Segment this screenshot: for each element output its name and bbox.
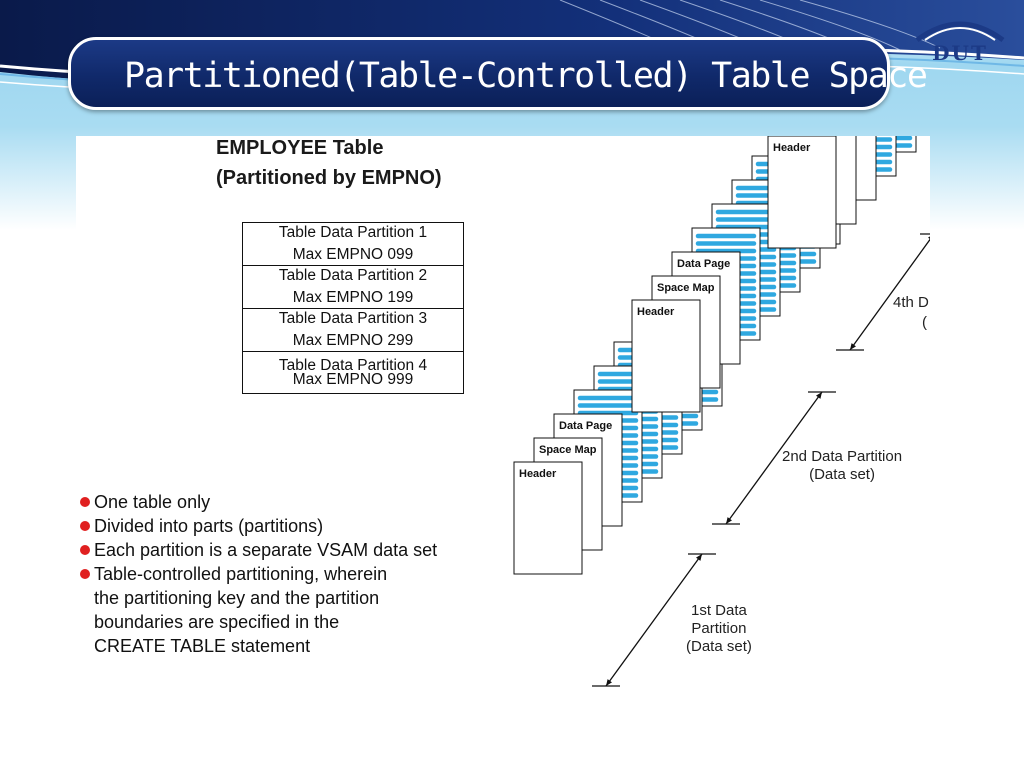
bullet-dot-icon (80, 521, 90, 531)
page-label: Space Map (657, 282, 715, 294)
bullet-dot-icon (80, 569, 90, 579)
partition-name: Table Data Partition 2 (278, 267, 428, 284)
arrow-head (606, 679, 612, 686)
page-label: Data Page (677, 258, 730, 270)
table-title: EMPLOYEE Table (216, 137, 384, 159)
page (513, 461, 583, 575)
dut-logo: DUT (915, 21, 1005, 65)
bullet-item: boundaries are specified in the (94, 612, 340, 632)
partition-row: Table Data Partition 1 Max EMPNO 099 (243, 223, 463, 265)
bullet-dot-icon (80, 497, 90, 507)
partition-4-label-2: ( (922, 314, 927, 331)
partition-row: Table Data Partition 3 Max EMPNO 299 (243, 308, 463, 351)
partition-max: Max EMPNO 099 (292, 246, 414, 263)
partition-4-label: 4th D (893, 294, 929, 311)
bullet-item: the partitioning key and the partition (94, 588, 380, 608)
bullet-item: CREATE TABLE statement (94, 636, 311, 656)
bullet-item: Table-controlled partitioning, wherein (80, 562, 437, 586)
partition-max: Max EMPNO 299 (292, 332, 414, 349)
partition-row: Table Data Partition 2 Max EMPNO 199 (243, 265, 463, 308)
title-banner (68, 37, 890, 110)
page-label: Data Page (559, 420, 612, 432)
page (767, 136, 837, 249)
page-title: Partitioned(Table-Controlled) Table Spac… (124, 56, 928, 96)
partition-name: Table Data Partition 3 (278, 310, 428, 327)
bullet-item: Divided into parts (partitions) (80, 514, 437, 538)
arrow-head (816, 392, 822, 399)
partition-1-extent (605, 553, 703, 687)
page-label: Header (519, 468, 557, 480)
page (631, 299, 701, 413)
bullet-item: Each partition is a separate VSAM data s… (80, 538, 437, 562)
arrow-head (850, 343, 856, 350)
table-subtitle: (Partitioned by EMPNO) (216, 167, 442, 189)
partition-name: Table Data Partition 1 (278, 224, 428, 241)
partition-name: Table Data Partition 4 (278, 357, 428, 374)
svg-text:DUT: DUT (932, 41, 988, 65)
partition-2-label: 2nd Data Partition(Data set) (782, 448, 903, 483)
arrow-head (696, 554, 702, 561)
bullet-dot-icon (80, 545, 90, 555)
partition-max: Max EMPNO 199 (292, 289, 414, 306)
partition-4-extent (849, 238, 930, 351)
arrow-head (726, 517, 732, 524)
partition-2-extent (725, 391, 823, 525)
arrow-head (928, 236, 930, 240)
bullet-item: One table only (80, 490, 437, 514)
partition-max: Max EMPNO 999 (292, 371, 414, 388)
page-label: Header (773, 142, 811, 154)
page-label: Space Map (539, 444, 597, 456)
page-label: Header (637, 306, 675, 318)
